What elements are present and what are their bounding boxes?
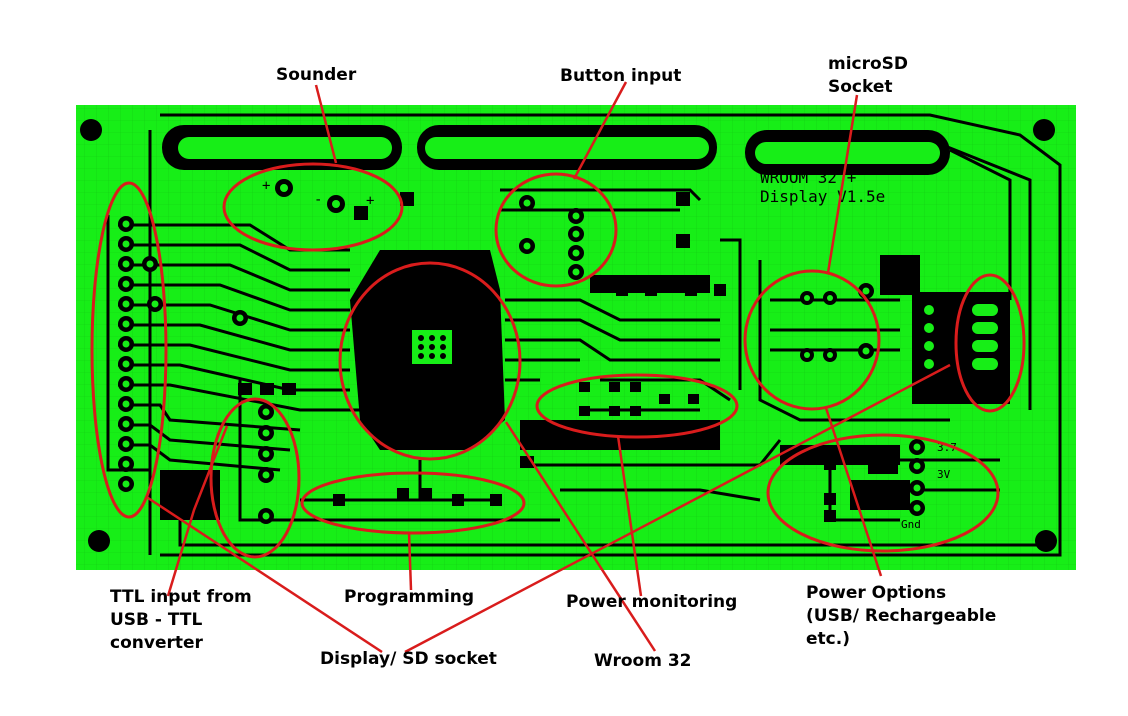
programming-label: Programming (344, 587, 475, 607)
sounder-pads: + - + (262, 178, 414, 220)
highlight-circles (90, 162, 1026, 559)
svg-text:+: + (262, 178, 270, 194)
power-options-label-line3: etc.) (806, 629, 850, 649)
board-silkscreen-line2: Display V1.5e (760, 187, 885, 206)
sounder-highlight (222, 162, 404, 252)
leader-lines (147, 81, 951, 654)
pin-label-mid: 3V (937, 468, 951, 481)
svg-text:-: - (314, 192, 322, 208)
board-silkscreen-line1: WROOM 32 + (760, 168, 856, 187)
ttl-label-line1: TTL input from (110, 587, 252, 607)
wroom-highlight (338, 261, 522, 461)
button-input-label: Button input (560, 66, 682, 86)
ttl-input-highlight (90, 181, 168, 519)
wroom-module (400, 262, 470, 364)
microsd-pads (800, 283, 874, 362)
pcb-board (76, 105, 1076, 570)
ttl-pads (238, 383, 296, 524)
mounting-hole (1035, 530, 1057, 552)
left-header-pins (118, 216, 248, 492)
button-input-highlight (494, 172, 618, 288)
pin-label-gnd: Gnd (901, 518, 921, 531)
ttl-label-line2: USB - TTL (110, 610, 203, 630)
ttl-sd-socket-highlight (209, 397, 301, 559)
svg-text:+: + (366, 193, 374, 209)
microsd-label-line2: Socket (828, 77, 893, 97)
programming-pads (333, 456, 534, 506)
power-options-label-line1: Power Options (806, 583, 947, 603)
microsd-highlight (743, 269, 881, 411)
mounting-hole (1033, 119, 1055, 141)
sounder-label: Sounder (276, 65, 357, 85)
power-options-highlight (766, 433, 1000, 553)
display-socket-highlight (954, 273, 1026, 413)
power-monitoring-highlight (535, 373, 739, 439)
power-monitoring-label: Power monitoring (566, 592, 738, 612)
power-options-label-line2: (USB/ Rechargeable (806, 606, 997, 626)
microsd-label-line1: microSD (828, 54, 909, 74)
power-options-pads (824, 439, 925, 522)
mounting-hole (88, 530, 110, 552)
programming-highlight (300, 471, 526, 535)
wroom-label: Wroom 32 (594, 651, 692, 671)
display-sd-label: Display/ SD socket (320, 649, 497, 669)
button-input-pads (519, 192, 690, 280)
mounting-hole (80, 119, 102, 141)
power-monitoring-pads (579, 284, 726, 416)
mounting-holes (80, 119, 1057, 552)
ttl-label-line3: converter (110, 633, 203, 653)
